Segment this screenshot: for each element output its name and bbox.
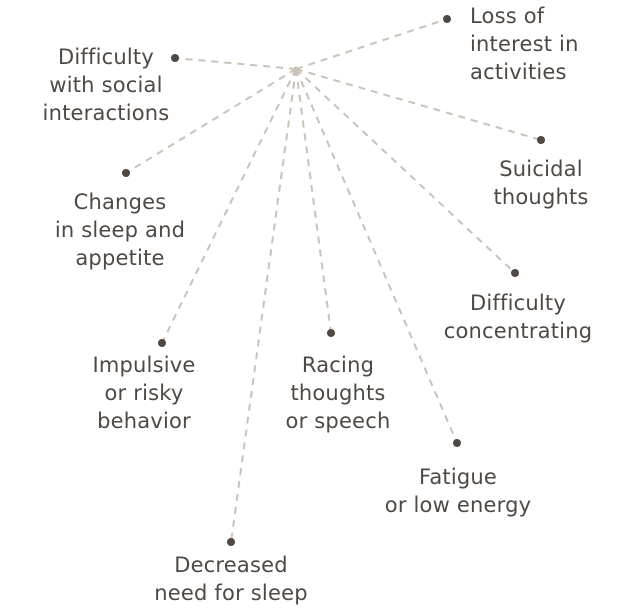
label-line: Difficulty (470, 291, 566, 315)
connector-suicidal-thoughts (295, 68, 542, 141)
label-line: concentrating (443, 319, 593, 343)
dot-decreased-sleep (227, 538, 235, 546)
connector-racing (295, 68, 332, 334)
label-line: activities (470, 60, 567, 84)
connector-loss-of-interest (295, 18, 448, 70)
dot-impulsive (158, 339, 166, 347)
dot-suicidal-thoughts (537, 136, 545, 144)
label-line: behavior (97, 409, 191, 433)
dot-loss-of-interest (443, 15, 451, 23)
dot-difficulty-concentrating (511, 269, 519, 277)
label-line: thoughts (290, 381, 386, 405)
label-line: need for sleep (154, 581, 308, 605)
label-fatigue: Fatigue or low energy (385, 463, 531, 519)
dot-difficulty-social (171, 54, 179, 62)
label-line: Racing (301, 353, 375, 377)
label-line: interactions (42, 101, 170, 125)
label-line: Impulsive (92, 353, 196, 377)
label-racing-thoughts: Racing thoughts or speech (286, 351, 391, 435)
connector-fatigue (295, 68, 458, 444)
dot-fatigue (453, 439, 461, 447)
label-suicidal-thoughts: Suicidal thoughts (493, 155, 588, 211)
label-line: or speech (285, 409, 391, 433)
label-line: thoughts (493, 185, 589, 209)
label-line: or risky (104, 381, 184, 405)
label-loss-of-interest: Loss of interest in activities (470, 2, 579, 86)
label-line: with social (49, 73, 163, 97)
label-line: or low energy (384, 493, 532, 517)
connector-difficulty-social (174, 57, 297, 70)
connector-decreased-sleep (230, 68, 297, 543)
label-line: Changes (73, 190, 167, 214)
label-line: Difficulty (58, 45, 154, 69)
dot-racing (327, 329, 335, 337)
label-line: Decreased (174, 553, 288, 577)
label-difficulty-social: Difficulty with social interactions (43, 43, 170, 127)
label-line: in sleep and (54, 218, 186, 242)
label-line: appetite (75, 246, 165, 270)
label-decreased-sleep-need: Decreased need for sleep (154, 551, 307, 607)
label-line: Suicidal (499, 157, 583, 181)
label-line: Fatigue (418, 465, 498, 489)
connector-difficulty-concentrating (295, 68, 516, 274)
label-line: Loss of (470, 4, 545, 28)
dot-changes-sleep (122, 169, 130, 177)
hub-point (293, 66, 299, 72)
label-line: interest in (470, 32, 579, 56)
label-difficulty-concentrating: Difficulty concentrating (444, 289, 593, 345)
label-changes-sleep-appetite: Changes in sleep and appetite (55, 188, 185, 272)
label-impulsive-behavior: Impulsive or risky behavior (92, 351, 195, 435)
